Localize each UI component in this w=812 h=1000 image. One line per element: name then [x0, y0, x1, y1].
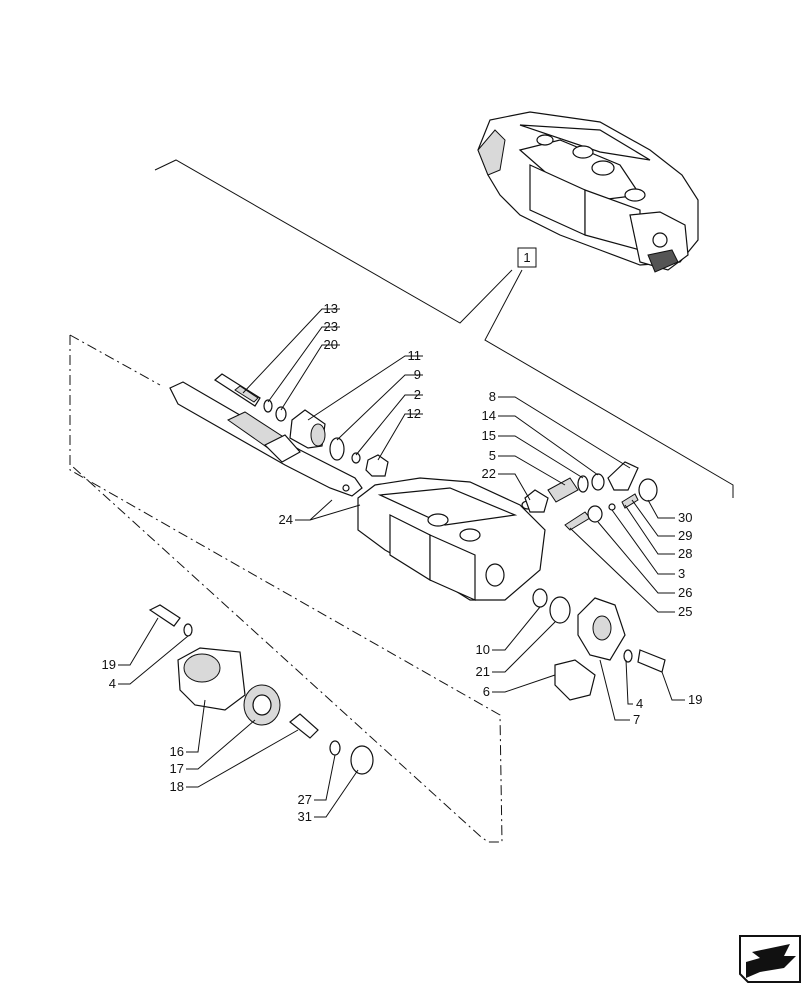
- bracket-7: [577, 597, 626, 661]
- callout-2: 2: [414, 387, 421, 402]
- callout-26: 26: [678, 585, 692, 600]
- cap-12: [365, 454, 389, 477]
- callout-22: 22: [482, 466, 496, 481]
- callout-19-left: 19: [102, 657, 116, 672]
- clip-2: [351, 452, 361, 464]
- reference-box: 1: [517, 247, 537, 268]
- callout-9: 9: [414, 367, 421, 382]
- plug-22: [524, 489, 549, 513]
- spool: [169, 381, 363, 497]
- ring-20: [275, 406, 287, 422]
- callout-20: 20: [324, 337, 338, 352]
- callout-labels: 13 23 20 11 9 2 12 8 14 15 5 22 30 29 28…: [102, 301, 703, 824]
- washer-4-right: [623, 649, 633, 663]
- valve-body: [357, 477, 546, 601]
- link-6: [554, 659, 596, 701]
- ring-14: [591, 473, 605, 491]
- bolt-19-right: [637, 649, 666, 673]
- o-ring-9: [329, 437, 345, 461]
- spring-17: [243, 684, 281, 726]
- nut-30: [638, 478, 658, 502]
- exploded-axis-top: [69, 334, 161, 386]
- spool-end-13: [214, 373, 261, 407]
- svg-text:1: 1: [523, 250, 530, 265]
- callout-12: 12: [407, 406, 421, 421]
- plug-8: [607, 461, 639, 491]
- valve-assembly-overview: [477, 111, 699, 273]
- cover-16: [177, 647, 246, 711]
- callout-4-right: 4: [636, 696, 643, 711]
- callout-5: 5: [489, 448, 496, 463]
- callout-18: 18: [170, 779, 184, 794]
- callout-13: 13: [324, 301, 338, 316]
- callout-7: 7: [633, 712, 640, 727]
- callout-23: 23: [324, 319, 338, 334]
- callout-28: 28: [678, 546, 692, 561]
- callout-25: 25: [678, 604, 692, 619]
- callout-4-left: 4: [109, 676, 116, 691]
- callout-8: 8: [489, 389, 496, 404]
- callout-29: 29: [678, 528, 692, 543]
- callout-30: 30: [678, 510, 692, 525]
- ball-3: [608, 503, 616, 511]
- leader-lines: [118, 308, 685, 818]
- callout-14: 14: [482, 408, 496, 423]
- plunger-18: [289, 713, 319, 739]
- callout-19-right: 19: [688, 692, 702, 707]
- washer-4-left: [183, 623, 193, 637]
- ring-15: [577, 475, 589, 493]
- callout-15: 15: [482, 428, 496, 443]
- spring-5: [547, 477, 579, 503]
- callout-6: 6: [483, 684, 490, 699]
- bushing-11: [289, 409, 326, 449]
- callout-31: 31: [298, 809, 312, 824]
- callout-10: 10: [476, 642, 490, 657]
- spring-28: [621, 493, 639, 509]
- leader-line-assembly-right: [484, 269, 734, 498]
- callout-16: 16: [170, 744, 184, 759]
- exploded-view-boundary: [69, 335, 503, 843]
- callout-21: 21: [476, 664, 490, 679]
- ring-10: [532, 588, 548, 608]
- callout-27: 27: [298, 792, 312, 807]
- seat-26: [587, 505, 603, 523]
- seal-21: [549, 596, 571, 624]
- callout-24: 24: [279, 512, 293, 527]
- ring-23: [263, 399, 273, 413]
- leader-line-assembly: [154, 159, 513, 324]
- callout-17: 17: [170, 761, 184, 776]
- bolt-19-left: [148, 604, 181, 627]
- callout-11: 11: [408, 348, 422, 363]
- next-page-arrow-icon[interactable]: [739, 935, 801, 983]
- pin-25: [564, 511, 591, 531]
- callout-3: 3: [678, 566, 685, 581]
- ring-27: [329, 740, 341, 756]
- seal-31: [350, 745, 374, 775]
